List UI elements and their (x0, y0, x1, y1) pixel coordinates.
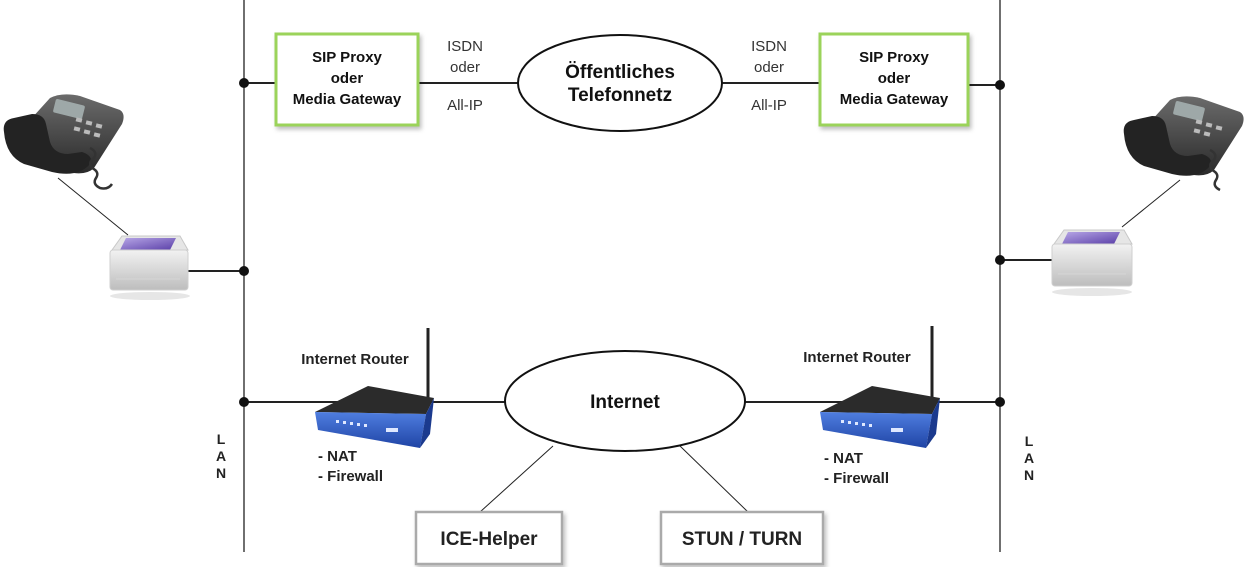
left-router-firewall: - Firewall (318, 468, 383, 485)
left-link-allip: All-IP (447, 97, 483, 114)
junction-dot (995, 397, 1005, 407)
right-link-allip: All-IP (751, 97, 787, 114)
link-left-phone-adapter (57, 177, 129, 236)
left-link-isdn: ISDN (447, 38, 483, 55)
right-router-title: Internet Router (803, 349, 911, 366)
ice-helper-box: ICE-Helper (414, 510, 564, 566)
junction-dot (995, 80, 1005, 90)
right-gateway-line3: Media Gateway (840, 91, 949, 108)
lan-letter: L (1025, 433, 1034, 449)
left-gateway-line3: Media Gateway (293, 91, 402, 108)
junction-dot (995, 255, 1005, 265)
router-icon (315, 328, 434, 448)
junction-dot (239, 78, 249, 88)
lan-letter: A (216, 448, 226, 464)
left-link-oder: oder (450, 59, 480, 76)
right-gateway-box: SIP Proxy oder Media Gateway (818, 32, 970, 127)
pstn-line2: Telefonnetz (568, 85, 672, 106)
stun-turn-label: STUN / TURN (682, 529, 802, 550)
lan-label-right: L A N (1024, 433, 1034, 483)
voip-adapter-icon (1051, 229, 1133, 296)
internet-label: Internet (590, 392, 660, 413)
left-gateway-line2: oder (331, 70, 364, 87)
right-gateway-line2: oder (878, 70, 911, 87)
junction-dot (239, 266, 249, 276)
internet-cloud: Internet (504, 350, 746, 452)
lan-letter: N (216, 465, 226, 481)
right-link-oder: oder (754, 59, 784, 76)
right-gateway-line1: SIP Proxy (859, 49, 929, 66)
voip-adapter-icon (109, 235, 190, 300)
left-gateway-line1: SIP Proxy (312, 49, 382, 66)
link-right-phone-adapter (1121, 179, 1181, 228)
router-icon (820, 326, 940, 448)
left-gateway-box: SIP Proxy oder Media Gateway (274, 32, 420, 127)
pstn-cloud: Öffentliches Telefonnetz (517, 34, 723, 132)
junction-dot (239, 397, 249, 407)
stun-turn-box: STUN / TURN (659, 510, 825, 566)
pstn-line1: Öffentliches (565, 62, 675, 83)
desk-phone-icon (1123, 96, 1244, 192)
right-router-firewall: - Firewall (824, 470, 889, 487)
left-router-nat: - NAT (318, 448, 357, 465)
link-internet-ice (479, 445, 554, 513)
ice-helper-label: ICE-Helper (440, 529, 538, 550)
lan-label-left: L A N (216, 431, 226, 481)
desk-phone-icon (3, 94, 124, 190)
right-router-nat: - NAT (824, 450, 863, 467)
lan-letter: N (1024, 467, 1034, 483)
right-link-isdn: ISDN (751, 38, 787, 55)
lan-letter: A (1024, 450, 1034, 466)
lan-letter: L (217, 431, 226, 447)
link-internet-stun (679, 445, 749, 513)
left-router-title: Internet Router (301, 351, 409, 368)
